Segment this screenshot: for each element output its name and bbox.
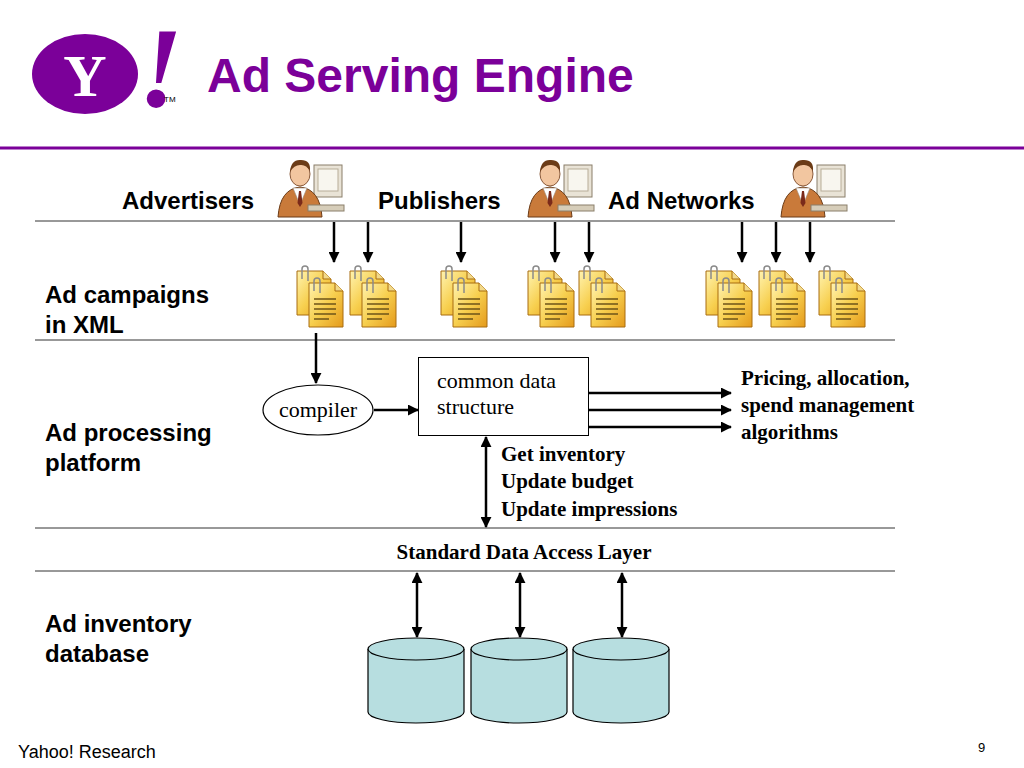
flow-arrow	[374, 409, 418, 412]
person-icon	[278, 160, 344, 217]
ellipse-shape	[263, 385, 373, 435]
compiler-ellipse: compiler	[262, 384, 374, 436]
database-cylinder	[471, 638, 567, 723]
role-header: Ad Networks	[608, 189, 755, 213]
xml-document	[350, 266, 396, 327]
role-header: Advertisers	[122, 189, 254, 213]
xml-document	[759, 266, 805, 327]
algorithm-note: Pricing, allocation, spend management al…	[741, 365, 936, 446]
submit-arrows	[334, 222, 810, 262]
page-number: 9	[978, 741, 985, 754]
trademark: TM	[164, 96, 176, 104]
layer-name: Ad processing platform	[45, 418, 225, 478]
database-cylinder	[368, 638, 464, 723]
xml-document	[579, 266, 625, 327]
access-arrow	[485, 437, 488, 527]
xml-document	[706, 266, 752, 327]
layer-name: Ad campaigns in XML	[45, 280, 225, 340]
person-icon	[528, 160, 594, 217]
footer-text: Yahoo! Research	[18, 743, 156, 761]
xml-document	[528, 266, 574, 327]
logo-letter: Y	[32, 46, 138, 106]
database-arrows	[417, 573, 622, 637]
node-label: common data structure	[437, 368, 576, 420]
output-arrows	[589, 393, 731, 427]
xml-document	[441, 266, 487, 327]
operation-label: Update budget	[501, 471, 633, 492]
operation-label: Update impressions	[501, 499, 677, 520]
node-label: compiler	[279, 397, 357, 423]
title-rule	[0, 147, 1024, 150]
slide-title: Ad Serving Engine	[207, 52, 634, 100]
layer-name: Standard Data Access Layer	[324, 542, 724, 563]
role-header: Publishers	[378, 189, 501, 213]
data-structure-box: common data structure	[418, 357, 589, 436]
input-arrow	[315, 333, 318, 383]
database-cylinder	[573, 638, 669, 723]
person-icon	[781, 160, 847, 217]
xml-document	[297, 266, 343, 327]
xml-document	[819, 266, 865, 327]
logo-mark: !	[138, 10, 183, 125]
operation-label: Get inventory	[501, 444, 625, 465]
layer-name: Ad inventory database	[45, 609, 225, 669]
logo-oval	[32, 34, 138, 114]
